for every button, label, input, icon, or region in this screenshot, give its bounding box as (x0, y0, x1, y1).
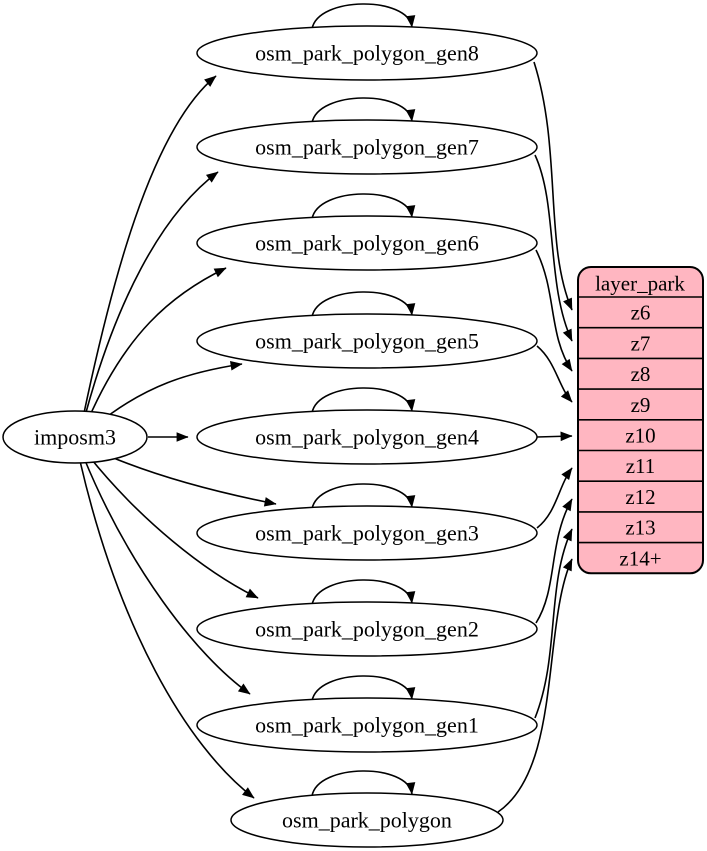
source-node-label: imposm3 (34, 425, 116, 450)
zoom-row-z6: z6 (631, 301, 651, 325)
table-node-osm_park_polygon: osm_park_polygon (230, 792, 504, 848)
edge-gen2-z12 (535, 498, 573, 624)
self-loop-gen4 (311, 387, 416, 414)
node-layer: z6 z7 z8 z9 z10 z11 z12 z13 z14+ osm_park_polygon… (196, 25, 704, 848)
table-node-label: osm_park_polygon_gen3 (255, 521, 479, 546)
table-node-label: osm_park_polygon_gen2 (255, 617, 479, 642)
table-node-osm_park_polygon_gen3: osm_park_polygon_gen3 (196, 505, 538, 561)
table-node-osm_park_polygon_gen5: osm_park_polygon_gen5 (196, 313, 538, 369)
table-node-osm_park_polygon_gen6: osm_park_polygon_gen6 (196, 215, 538, 271)
edge-poly-z14+ (497, 558, 573, 813)
self-loop-gen2 (311, 579, 416, 606)
edge-imposm3-gen6 (87, 267, 227, 421)
table-node-ellipse (196, 313, 538, 369)
edge-imposm3-gen3 (94, 449, 277, 507)
table-node-ellipse (230, 792, 504, 848)
zoom-row-z8: z8 (631, 362, 651, 386)
table-node-label: osm_park_polygon_gen4 (255, 425, 479, 450)
layer-table-title: layer_park (595, 271, 685, 295)
edge-gen4-z10 (536, 431, 573, 442)
self-loop-gen3 (311, 483, 416, 510)
zoom-row-z14+: z14+ (619, 546, 661, 570)
source-node-ellipse (2, 410, 148, 464)
edge-gen6-z8 (535, 249, 573, 372)
table-node-osm_park_polygon_gen2: osm_park_polygon_gen2 (196, 601, 538, 657)
table-node-label: osm_park_polygon_gen7 (255, 135, 479, 160)
table-node-osm_park_polygon_gen1: osm_park_polygon_gen1 (196, 697, 538, 753)
table-node-ellipse (196, 697, 538, 753)
zoom-row-z7: z7 (631, 331, 651, 355)
self-loop-gen7 (311, 97, 416, 124)
source-node-imposm3: imposm3 (2, 410, 148, 464)
edge-gen8-z6 (533, 61, 573, 311)
self-loop-gen1 (311, 675, 416, 702)
edge-imposm3-gen5 (94, 360, 243, 427)
zoom-row-z12: z12 (625, 485, 655, 509)
edge-imposm3-gen8 (83, 75, 217, 414)
table-node-ellipse (196, 215, 538, 271)
edge-imposm3-gen7 (84, 171, 219, 417)
edge-gen7-z7 (534, 154, 573, 342)
edge-gen5-z9 (536, 345, 573, 403)
edge-imposm3-poly (79, 460, 255, 799)
table-node-label: osm_park_polygon (282, 808, 452, 833)
self-loop-gen5 (311, 291, 416, 318)
table-node-ellipse (196, 409, 538, 465)
self-loop-poly (311, 770, 416, 797)
table-node-ellipse (196, 505, 538, 561)
zoom-row-z13: z13 (625, 516, 655, 540)
edge-gen3-z11 (536, 467, 573, 529)
zoom-row-z11: z11 (626, 454, 656, 478)
self-loop-gen8 (311, 3, 416, 30)
zoom-row-z10: z10 (625, 424, 655, 448)
table-node-label: osm_park_polygon_gen1 (255, 713, 479, 738)
table-node-label: osm_park_polygon_gen5 (255, 329, 479, 354)
layer-park-node: z6 z7 z8 z9 z10 z11 z12 z13 z14+ (577, 266, 704, 575)
zoom-row-z9: z9 (631, 393, 651, 417)
table-node-osm_park_polygon_gen4: osm_park_polygon_gen4 (196, 409, 538, 465)
table-node-osm_park_polygon_gen8: osm_park_polygon_gen8 (196, 25, 538, 81)
table-node-label: osm_park_polygon_gen6 (255, 231, 479, 256)
table-node-ellipse (196, 119, 538, 175)
table-node-osm_park_polygon_gen7: osm_park_polygon_gen7 (196, 119, 538, 175)
edge-imposm3-gen1 (83, 457, 251, 695)
table-node-label: osm_park_polygon_gen8 (255, 41, 479, 66)
table-node-ellipse (196, 25, 538, 81)
table-node-ellipse (196, 601, 538, 657)
self-loop-gen6 (311, 193, 416, 220)
edge-gen1-z13 (534, 528, 573, 719)
layer-table-header: layer_park (595, 271, 685, 295)
edge-imposm3-gen2 (87, 454, 259, 599)
